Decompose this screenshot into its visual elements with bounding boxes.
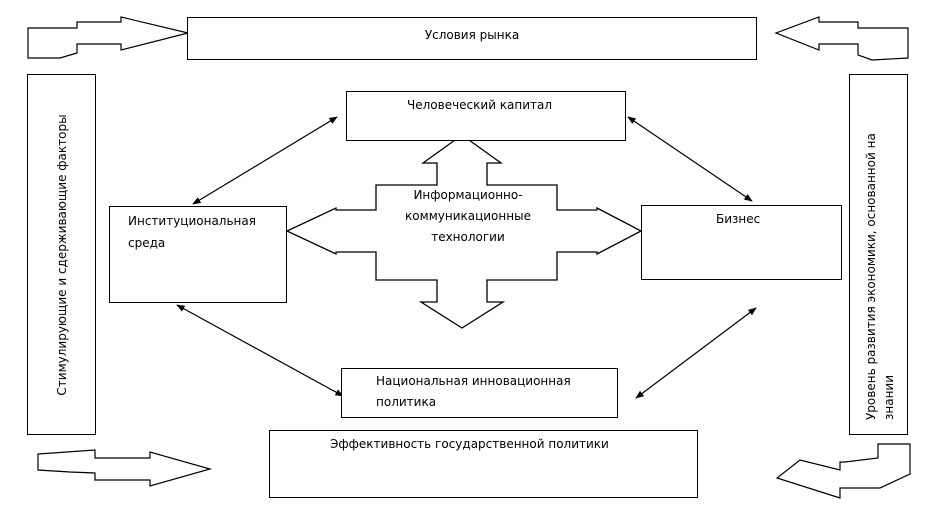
connector-institutional-innovation-policy: [176, 304, 344, 397]
ict-label-block: Информационно-коммуникационные технологи…: [378, 185, 558, 248]
market-conditions-label: Условия рынка: [424, 28, 520, 42]
human-capital-label: Человеческий капитал: [407, 98, 553, 112]
economy-development-level-label: Уровень развития экономики, основанной н…: [864, 133, 896, 420]
national-innovation-policy-label: Национальная инновационная политика: [376, 374, 571, 409]
institutional-environment-box: Институциональная среда: [109, 206, 287, 303]
stimulating-factors-box: Стимулирующие и сдерживающие факторы: [27, 74, 96, 435]
curved-arrow-bottom-right: [775, 443, 911, 499]
business-label: Бизнес: [716, 212, 761, 226]
connector-human-capital-institutional: [192, 116, 338, 205]
curved-arrow-top-right: [774, 16, 909, 61]
institutional-environment-label: Институциональная среда: [128, 214, 256, 250]
business-box: Бизнес: [641, 205, 842, 280]
human-capital-box: Человеческий капитал: [346, 91, 626, 141]
ict-label: Информационно-коммуникационные технологи…: [405, 188, 531, 244]
curved-arrow-top-left: [27, 16, 189, 59]
ict-cross-arrow: [285, 134, 643, 329]
curved-arrow-bottom-left: [37, 449, 213, 487]
connector-human-capital-business: [627, 116, 753, 202]
state-policy-efficiency-box: Эффективность государственной политики: [269, 430, 698, 498]
state-policy-efficiency-label: Эффективность государственной политики: [330, 437, 609, 451]
market-conditions-box: Условия рынка: [187, 17, 757, 60]
national-innovation-policy-box: Национальная инновационная политика: [341, 368, 618, 418]
economy-development-level-box: Уровень развития экономики, основанной н…: [849, 74, 908, 435]
stimulating-factors-label: Стимулирующие и сдерживающие факторы: [55, 114, 69, 396]
connector-business-innovation-policy: [635, 307, 757, 399]
